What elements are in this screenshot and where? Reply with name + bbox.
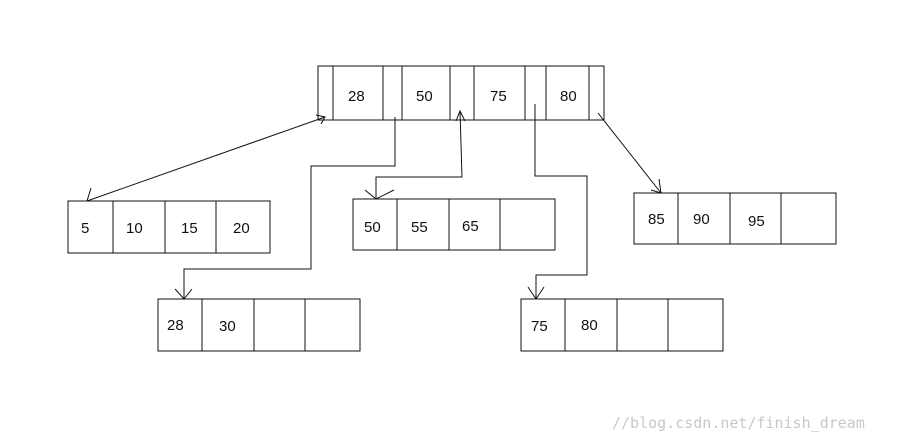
edge-to-leaf-a <box>86 114 326 202</box>
root-key: 75 <box>490 88 507 105</box>
watermark: //blog.csdn.net/finish_dream <box>612 414 865 432</box>
leaf-key: 55 <box>411 219 428 236</box>
leaf-node-c: 50 55 65 <box>352 198 556 251</box>
leaf-key: 75 <box>531 318 548 335</box>
arrowhead-icon <box>174 288 193 300</box>
leaf-key: 15 <box>181 220 198 237</box>
edge-line <box>375 110 463 199</box>
arrowhead-icon <box>315 114 326 125</box>
arrowhead-icon <box>650 178 662 194</box>
leaf-node-b-box <box>157 298 361 352</box>
leaf-key: 5 <box>81 220 89 237</box>
leaf-node-e: 85 90 95 <box>633 192 837 245</box>
arrowhead-icon <box>86 187 101 202</box>
edge-to-leaf-e <box>597 112 662 194</box>
root-node: 28 50 75 80 <box>317 65 605 121</box>
root-key: 80 <box>560 88 577 105</box>
edge-line <box>86 116 326 202</box>
leaf-key: 28 <box>167 317 184 334</box>
edge-line <box>534 104 588 299</box>
arrowhead-icon <box>527 286 545 300</box>
leaf-key: 50 <box>364 219 381 236</box>
leaf-key: 65 <box>462 218 479 235</box>
arrowhead-icon <box>455 109 466 122</box>
leaf-node-d-box <box>520 298 724 352</box>
edge-to-leaf-c <box>364 109 466 200</box>
leaf-key: 80 <box>581 317 598 334</box>
leaf-key: 20 <box>233 220 250 237</box>
leaf-key: 85 <box>648 211 665 228</box>
edge-to-leaf-b <box>174 117 396 300</box>
edge-line <box>183 117 396 299</box>
leaf-key: 90 <box>693 211 710 228</box>
leaf-key: 95 <box>748 213 765 230</box>
leaf-node-e-box <box>633 192 837 245</box>
root-key: 50 <box>416 88 433 105</box>
leaf-node-c-box <box>352 198 556 251</box>
arrowhead-icon <box>364 189 395 200</box>
leaf-node-b: 28 30 <box>157 298 361 352</box>
leaf-key: 10 <box>126 220 143 237</box>
leaf-node-d: 75 80 <box>520 298 724 352</box>
leaf-node-a: 5 10 15 20 <box>67 200 271 254</box>
leaf-key: 30 <box>219 318 236 335</box>
root-key: 28 <box>348 88 365 105</box>
leaf-node-a-box <box>67 200 271 254</box>
edge-to-leaf-d <box>527 104 588 300</box>
root-node-box <box>317 65 605 121</box>
edge-line <box>597 112 662 194</box>
